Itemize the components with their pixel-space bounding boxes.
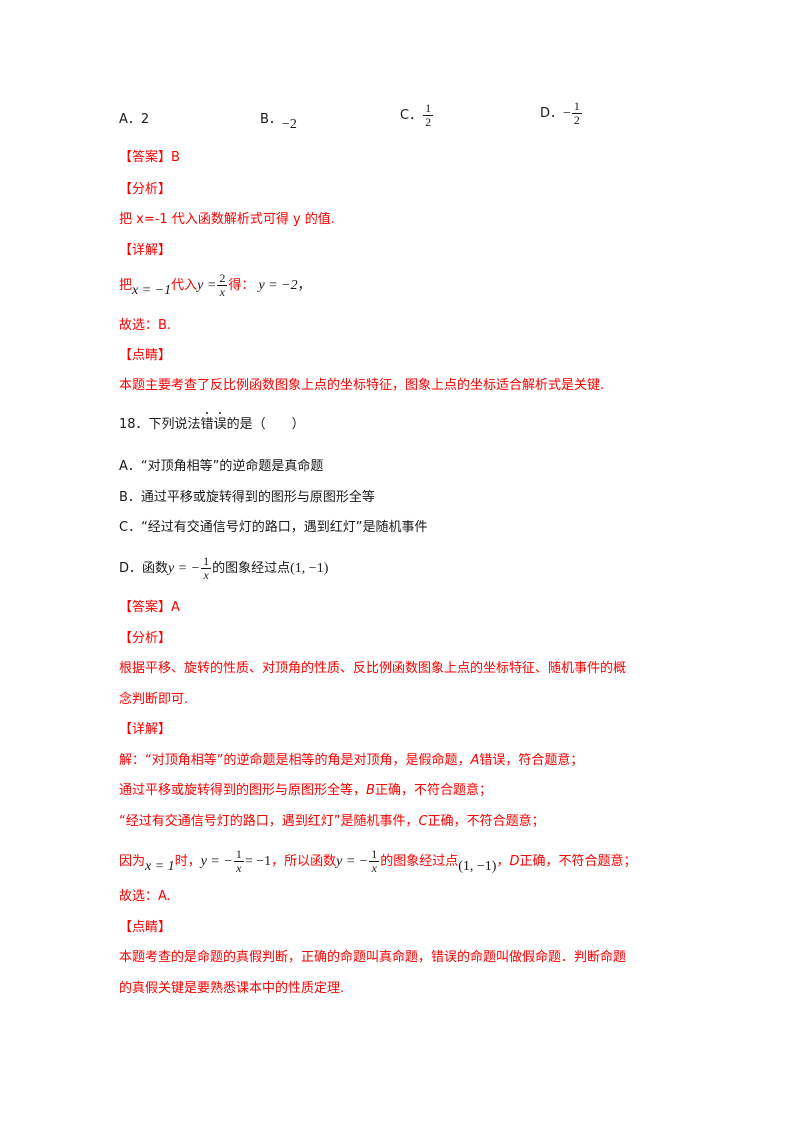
math-expression: y = − [336,854,369,869]
text: 正确，不符合题意； [519,854,637,869]
q17-analysis: 把 x=-1 代入函数解析式可得 y 的值. [119,212,335,227]
option-variable: A [470,753,480,768]
numerator: 1 [201,554,212,569]
text: 的图象经过点 [212,561,291,576]
math-expression: x = 1 [145,859,175,874]
math-expression: y = [197,278,217,293]
denominator: x [203,568,209,582]
text: 18．下列说法 [119,417,201,432]
numerator: 2 [217,271,228,286]
text: 的是（ ） [226,417,305,432]
q17-option-b: B．−2 [260,108,297,132]
denominator: x [371,861,377,875]
q18-detail-line2: 通过平移或旋转得到的图形与原图形全等，B正确，不符合题意； [119,781,492,801]
q18-comment-line2: 的真假关键是要熟悉课本中的性质定理. [119,981,345,996]
q18-option-c: C．“经过有交通信号灯的路口，遇到红灯”是随机事件 [119,520,428,535]
q17-comment: 本题主要考查了反比例函数图象上点的坐标特征，图象上点的坐标适合解析式是关键. [119,378,605,393]
q17-detail-tag: 【详解】 [119,243,172,258]
denominator: x [219,285,225,299]
text: 得： [228,278,255,293]
q17-comment-tag: 【点睛】 [119,348,172,363]
denominator: 2 [573,113,580,127]
denominator: 2 [425,115,432,129]
q18-choose: 故选：A. [119,889,171,904]
minus-sign: − [563,106,571,121]
numerator: 1 [571,99,582,114]
numerator: 1 [423,101,434,116]
option-value: −2 [281,117,297,132]
option-label: B． [260,112,282,127]
q17-choose: 故选：B. [119,318,172,333]
text: 把 [119,278,133,293]
answer-value: A [171,600,180,615]
option-value: 2 [140,112,150,127]
text: ， [496,854,510,869]
q18-detail-line1: 解：“对顶角相等”的逆命题是相等的角是对顶角，是假命题，A错误，符合题意； [119,751,583,771]
q18-comment-tag: 【点睛】 [119,920,172,935]
math-expression: y = −2 [258,278,298,293]
option-variable: C [418,814,428,829]
q17-answer: 【答案】B [119,148,180,168]
math-expression: y = − [200,854,233,869]
text: 正确，不符合题意； [374,783,492,798]
numerator: 1 [369,847,380,862]
option-variable: D [509,854,520,869]
text: 通过平移或旋转得到的图形与原图形全等， [119,783,367,798]
emphasis-dot-text: 错 [201,412,214,435]
option-label: C． [400,108,423,123]
answer-value: B [171,150,180,165]
text: “经过有交通信号灯的路口，遇到红灯”是随机事件， [119,814,419,829]
q18-comment-line1: 本题考查的是命题的真假判断，正确的命题叫真命题，错误的命题叫做假命题．判断命题 [119,950,627,965]
text: 正确，不符合题意； [427,814,545,829]
text: 错误，符合题意； [479,753,584,768]
q18-analysis-line1: 根据平移、旋转的性质、对顶角的性质、反比例函数图象上点的坐标特征、随机事件的概 [119,661,627,676]
q17-analysis-tag: 【分析】 [119,182,172,197]
q18-analysis-tag: 【分析】 [119,631,172,646]
option-label: D． [540,106,564,121]
q18-detail-tag: 【详解】 [119,722,172,737]
text: ， [297,278,311,293]
text: 解：“对顶角相等”的逆命题是相等的角是对顶角，是假命题， [119,753,471,768]
point-coordinate: (1, −1) [458,859,497,874]
math-expression: = −1 [244,854,272,869]
math-expression: x = −1 [132,283,172,298]
text: D．函数 [119,561,169,576]
denominator: x [236,861,242,875]
option-variable: B [366,783,375,798]
text: 的图象经过点 [380,854,459,869]
math-expression: y = − [168,561,201,576]
text: 因为 [119,854,146,869]
q17-option-a: A．2 [119,108,149,127]
q18-answer: 【答案】A [119,598,180,618]
text: ，所以函数 [271,854,337,869]
emphasis-dot-text: 误 [214,412,227,435]
numerator: 1 [233,847,244,862]
answer-tag: 【答案】 [119,600,172,615]
q18-detail-line3: “经过有交通信号灯的路口，遇到红灯”是随机事件，C正确，不符合题意； [119,812,545,832]
q18-option-a: A．“对顶角相等”的逆命题是真命题 [119,459,324,474]
option-label: A． [119,112,141,127]
answer-tag: 【答案】 [119,150,172,165]
point-coordinate: (1, −1) [290,561,329,576]
q18-stem: 18．下列说法错误的是（ ） [119,412,305,435]
text: 时， [174,854,201,869]
q18-option-b: B．通过平移或旋转得到的图形与原图形全等 [119,490,375,505]
text: 代入 [171,278,198,293]
q18-analysis-line2: 念判断即可. [119,692,189,707]
